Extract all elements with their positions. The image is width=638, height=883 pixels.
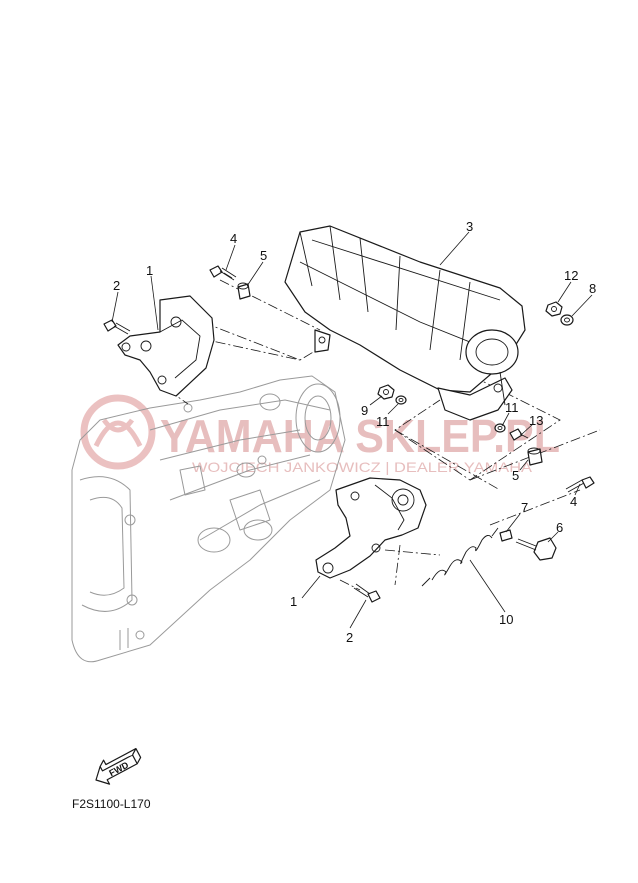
watermark-logo-icon [80,394,156,470]
fwd-arrow-icon: FWD [95,747,142,785]
collar-5-bottom [527,447,543,466]
callout-2-bottom: 2 [346,630,353,645]
fasteners [103,265,595,603]
bolt-13 [509,428,529,441]
part-1-bracket-top [117,295,215,397]
nut-12 [545,301,563,317]
bolt-6 [515,537,557,561]
callout-1-top: 1 [146,263,153,278]
nut-9 [377,384,395,400]
callout-11-right: 11 [505,400,519,415]
washer-11-left [395,395,407,405]
callout-5-bottom: 5 [512,468,519,483]
leader-lines [111,231,593,629]
callout-4-bottom: 4 [570,494,577,509]
callout-3: 3 [466,219,473,234]
callout-12: 12 [564,268,578,283]
bolt-4-bottom [565,476,595,493]
callout-1-bottom: 1 [290,594,297,609]
callout-2-top: 2 [113,278,120,293]
assembly-lines [167,279,601,591]
callout-8: 8 [589,281,596,296]
callout-11-left: 11 [376,414,390,429]
callout-10: 10 [499,612,513,627]
engine-block [71,375,346,663]
callout-labels: 1 2 4 5 3 12 8 9 11 11 13 5 4 7 6 10 1 2 [113,219,596,645]
bolt-2-top [103,319,131,335]
callout-5-top: 5 [260,248,267,263]
callout-13: 13 [529,413,543,428]
watermark: YAMAHA SKLEP.PL WOJCIECH JANKOWICZ | DEA… [80,394,560,475]
spring-10 [421,527,499,587]
diagram-code: F2S1100-L170 [72,797,151,811]
callout-7: 7 [521,500,528,515]
bolt-4-top [209,265,237,281]
watermark-brand: YAMAHA SKLEP.PL [160,410,560,462]
part-1-bracket-bottom [315,477,427,579]
callout-6: 6 [556,520,563,535]
callout-4-top: 4 [230,231,237,246]
washer-8 [560,314,574,326]
callout-9: 9 [361,403,368,418]
collar-5-top [237,282,251,300]
washer-11-right [494,423,506,433]
part-3-cover [284,225,526,421]
bolt-2-bottom [353,583,381,603]
